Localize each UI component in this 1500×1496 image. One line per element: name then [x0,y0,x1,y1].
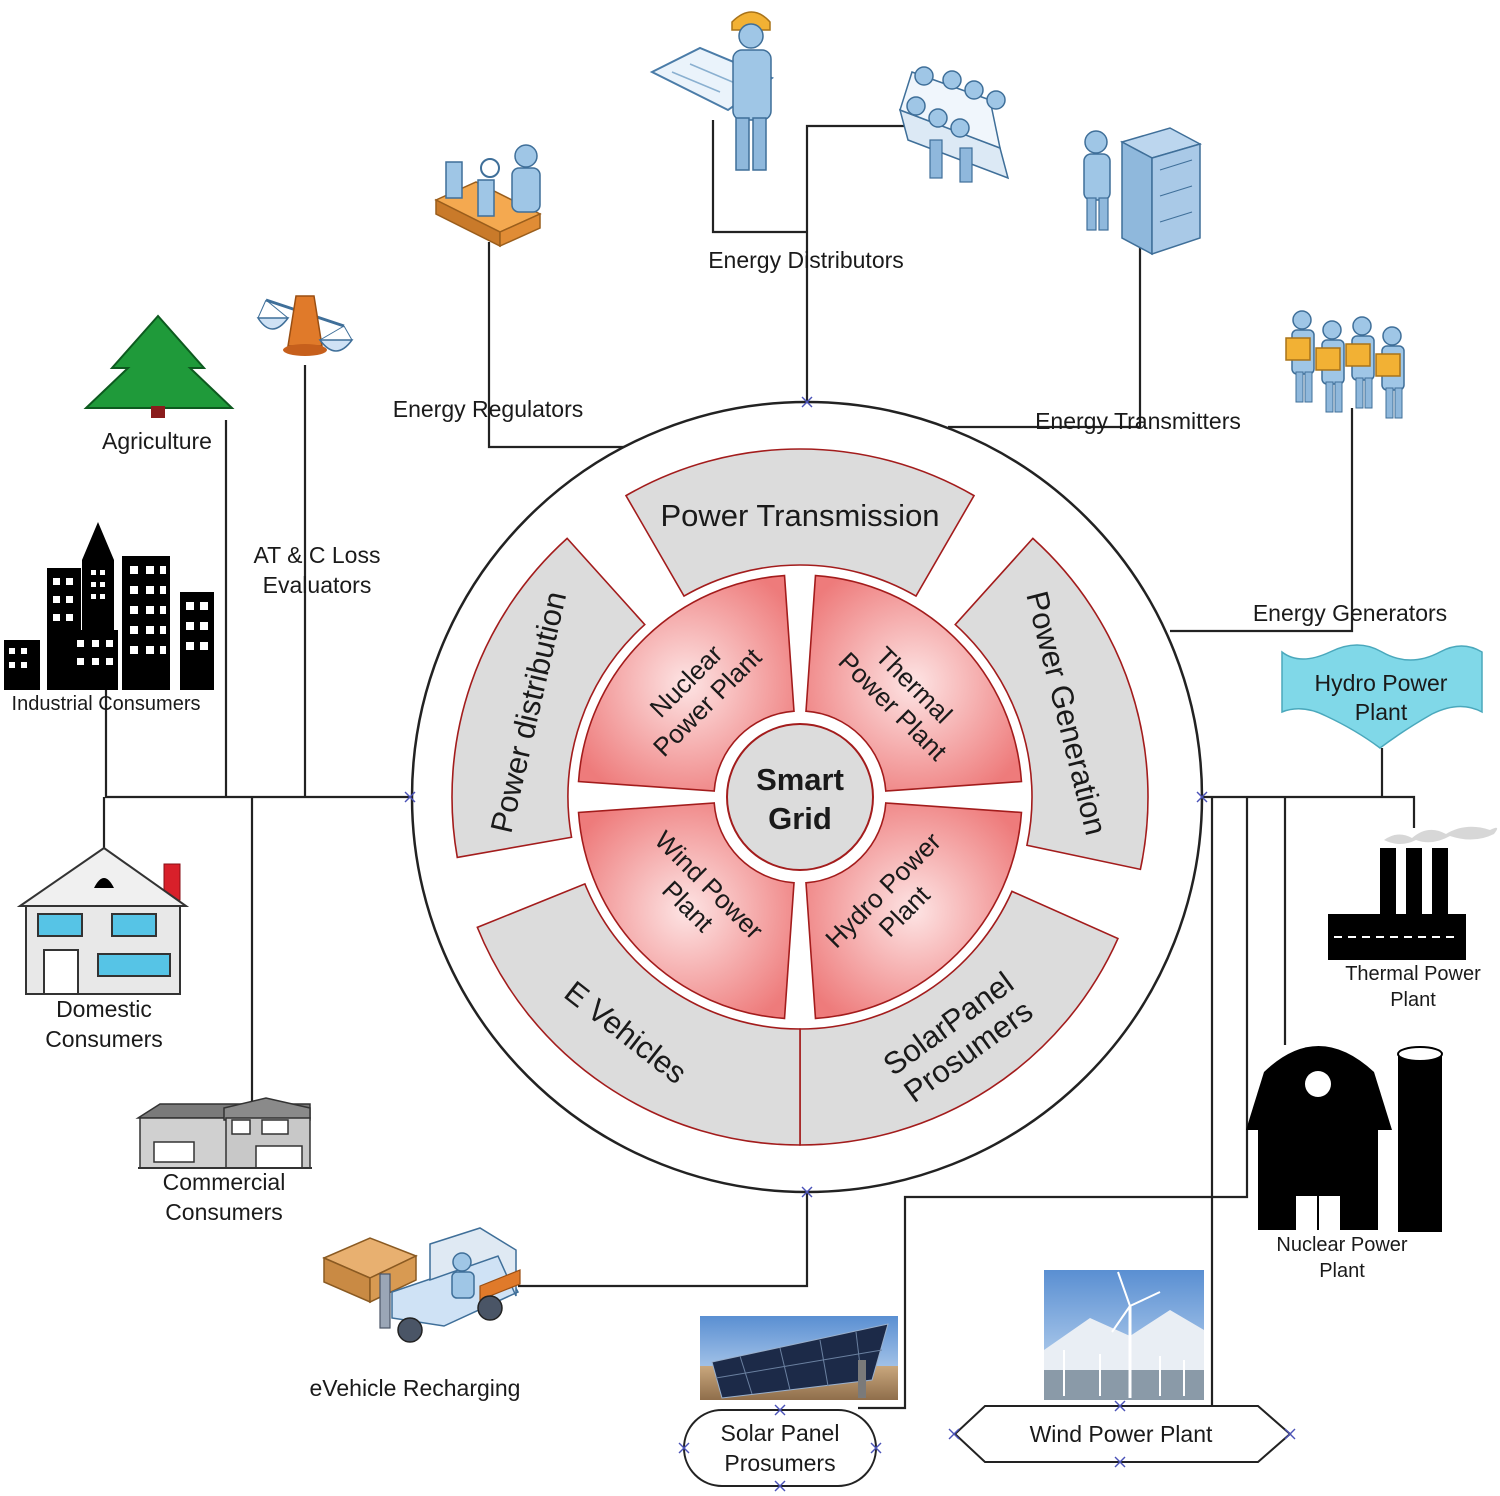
center-label-line2: Grid [768,801,832,836]
forklift-icon [322,1227,521,1343]
connection-markers [404,396,1208,1198]
meeting-table-icon [898,66,1010,183]
label-commercial-line2: Consumers [165,1199,283,1225]
nuclear-barn-icon [1246,1046,1443,1232]
label-wind-power-plant: Wind Power Plant [1030,1421,1213,1447]
label-energy-transmitters: Energy Transmitters [1035,408,1241,434]
label-industrial-consumers: Industrial Consumers [12,693,201,715]
label-solar-prosumers-line2: Prosumers [724,1450,835,1476]
label-thermal-plant-line1: Thermal Power [1345,963,1481,985]
house-icon [16,846,190,995]
label-thermal-plant-line2: Plant [1390,989,1436,1011]
segment-power-transmission [624,448,976,598]
server-operator-icon [1083,127,1202,256]
hydro-wave-icon [1281,644,1483,749]
segment-wind-power-plant [577,802,795,1020]
label-domestic-line1: Domestic [56,996,152,1022]
box-markers [678,1400,1296,1492]
pine-tree-icon [83,314,235,418]
city-buildings-icon [4,522,214,690]
label-agriculture: Agriculture [102,428,212,454]
label-energy-distributors: Energy Distributors [708,247,904,273]
label-evehicle-recharging: eVehicle Recharging [310,1375,521,1401]
scales-icon [256,295,354,356]
segment-power-generation [954,537,1149,871]
engineer-blueprint-icon [649,11,775,171]
outer-ring [451,448,1149,1146]
label-nuclear-plant-line1: Nuclear Power [1276,1234,1408,1256]
center-hub [726,723,874,871]
label-commercial-line1: Commercial [163,1169,286,1195]
label-domestic-line2: Consumers [45,1026,163,1052]
center-label-line1: Smart [756,762,844,797]
segment-nuclear-power-plant [577,574,795,792]
label-energy-regulators: Energy Regulators [393,396,584,422]
solar-panel-photo [700,1316,898,1400]
label-hydro-plant-line1: Hydro Power [1315,670,1448,696]
segment-label-transmission: Power Transmission [660,498,939,533]
inner-ring [577,574,1023,1020]
label-solar-prosumers-line1: Solar Panel [721,1420,840,1446]
label-energy-generators: Energy Generators [1253,600,1447,626]
label-nuclear-plant-line2: Plant [1319,1260,1365,1282]
assembly-line-icon [434,144,542,248]
label-atc-loss-line2: Evaluators [263,572,372,598]
wind-turbine-photo [1044,1270,1204,1400]
factory-icon [1328,826,1498,960]
commercial-building-icon [135,1097,312,1169]
segment-thermal-power-plant [805,574,1023,792]
workers-icon [1285,310,1405,419]
label-hydro-plant-line2: Plant [1355,699,1408,725]
label-atc-loss-line1: AT & C Loss [254,542,381,568]
segment-e-vehicles [476,882,801,1146]
connectors [102,120,1416,1410]
segment-power-distribution [451,537,646,859]
segment-hydro-power-plant [805,802,1023,1020]
